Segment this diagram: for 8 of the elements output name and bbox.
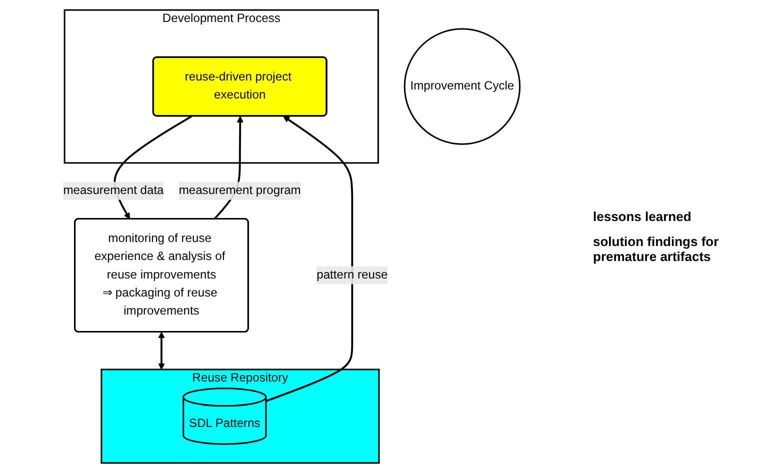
edge-label: measurement data xyxy=(63,184,164,197)
edge-label: measurement program xyxy=(178,184,301,197)
arrow xyxy=(158,332,165,370)
note-text: lessons learned xyxy=(593,209,692,224)
node-circle: Improvement Cycle xyxy=(404,28,521,145)
edge-label: pattern reuse xyxy=(316,268,388,282)
note-text: solution findings for premature artifacts xyxy=(593,234,720,264)
arrow xyxy=(266,116,354,402)
